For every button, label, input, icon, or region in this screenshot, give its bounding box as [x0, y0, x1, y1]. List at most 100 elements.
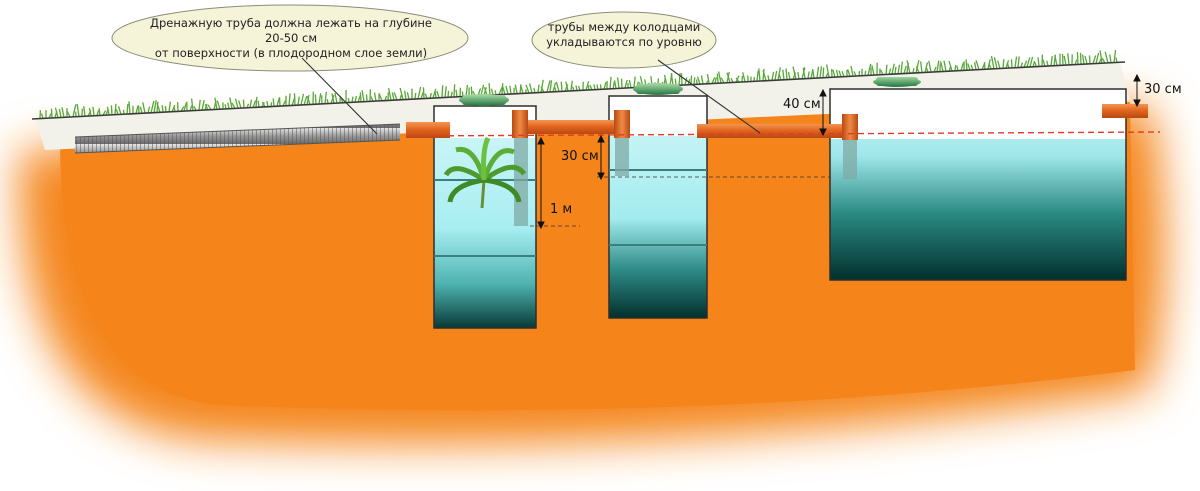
- grass-blade: [819, 66, 823, 78]
- grass-blade: [509, 85, 512, 95]
- grass-blade: [391, 92, 395, 101]
- grass-blade: [387, 88, 392, 101]
- grass-blade: [164, 106, 167, 113]
- grass-blade: [797, 72, 800, 80]
- grass-blade: [897, 64, 901, 74]
- grass-blade: [762, 70, 767, 81]
- grass-blade: [716, 73, 719, 84]
- grass-blade: [1023, 60, 1028, 68]
- grass-blade: [711, 77, 716, 84]
- connecting-pipes: [406, 104, 1148, 140]
- grass-blade: [997, 60, 1001, 69]
- grass-blade: [331, 93, 335, 104]
- grass-blade: [993, 57, 998, 69]
- grass-blade: [255, 96, 258, 108]
- grass-blade: [560, 81, 563, 92]
- grass-blade: [537, 84, 540, 93]
- grass-blade: [314, 94, 317, 105]
- grass-blade: [480, 84, 485, 96]
- grass-blade: [1010, 59, 1013, 68]
- grass-blade: [126, 103, 129, 115]
- grass-blade: [628, 79, 632, 88]
- grass-blade: [792, 66, 797, 80]
- grass-blade: [678, 73, 681, 86]
- grass-blade: [393, 92, 398, 101]
- grass-blade: [891, 63, 895, 75]
- grass-blade: [404, 90, 407, 100]
- grass-blade: [726, 72, 731, 83]
- grass-blade: [229, 97, 233, 109]
- grass-blade: [960, 62, 965, 71]
- grass-blade: [272, 98, 275, 107]
- callout-bubbles: [111, 4, 761, 135]
- grass-blade: [762, 68, 765, 81]
- grass-blade: [156, 101, 159, 113]
- grass-blade: [717, 71, 722, 84]
- grass-blade: [782, 69, 785, 80]
- grass-blade: [1076, 52, 1079, 65]
- grass-blade: [1088, 55, 1091, 64]
- grass-blade: [1042, 59, 1046, 67]
- grass-blade: [603, 82, 607, 90]
- grass-blade: [570, 80, 573, 91]
- ground-line: [31, 61, 1126, 120]
- grass-blade: [1029, 56, 1034, 68]
- grass-blade: [1113, 49, 1117, 63]
- grass-blade: [850, 65, 854, 77]
- grass-blade: [816, 66, 820, 79]
- grass-blade: [706, 73, 710, 84]
- grass-blade: [242, 99, 245, 108]
- grass-blade: [406, 92, 410, 100]
- grass-blade: [903, 65, 907, 74]
- grass-blade: [147, 106, 151, 114]
- grass-blade: [1081, 54, 1085, 65]
- grass-blade: [928, 60, 932, 73]
- grass-blade: [973, 62, 977, 70]
- grass-blade: [771, 71, 775, 81]
- grass-blade: [867, 63, 872, 76]
- grass-blade: [693, 77, 696, 85]
- grass-blade: [1006, 62, 1010, 69]
- grass-blade: [714, 77, 717, 84]
- drainage-pipe: [74, 123, 401, 154]
- grass-blade: [593, 84, 596, 90]
- grass-blade: [422, 87, 425, 99]
- grass-blade: [975, 60, 980, 70]
- grass-blade: [399, 87, 404, 100]
- grass-blade: [670, 73, 674, 86]
- grass-blade: [633, 76, 636, 88]
- grass-blade: [249, 99, 253, 108]
- grass-blade: [540, 79, 544, 93]
- grass-blade: [1067, 53, 1070, 65]
- dimension-label-30cm-outlet: 30 см: [1144, 82, 1182, 97]
- grass-blade: [680, 73, 683, 86]
- grass-blade: [555, 81, 560, 92]
- grass-blade: [514, 84, 518, 94]
- grass-blade: [201, 100, 205, 111]
- grass-blade: [774, 70, 778, 81]
- grass-blade: [885, 64, 888, 75]
- callout-drainage-line1: Дренажную труба должна лежать на глубине…: [150, 16, 433, 45]
- grass-blade: [216, 100, 221, 110]
- callout-drainage-text: Дренажную труба должна лежать на глубине…: [150, 16, 432, 61]
- grass-blade: [66, 111, 71, 118]
- grass-blade: [488, 83, 491, 96]
- grass-blade: [1026, 57, 1031, 68]
- grass-blade: [227, 102, 230, 109]
- grass-blade: [756, 70, 759, 82]
- grass-blade: [444, 86, 447, 98]
- grass-blade: [142, 102, 146, 114]
- grass-blade: [1109, 54, 1112, 63]
- grass-blade: [150, 100, 155, 113]
- grass-blade: [257, 100, 260, 108]
- grass-blade: [948, 60, 953, 72]
- grass-blade: [58, 108, 62, 118]
- dimension-label-1m: 1 м: [550, 202, 573, 217]
- grass-blade: [915, 59, 920, 74]
- grass-blade: [214, 97, 218, 110]
- grass-blade: [1050, 56, 1053, 66]
- grass-blade: [139, 106, 143, 114]
- grass-blade: [778, 73, 782, 81]
- grass-blade: [135, 105, 139, 114]
